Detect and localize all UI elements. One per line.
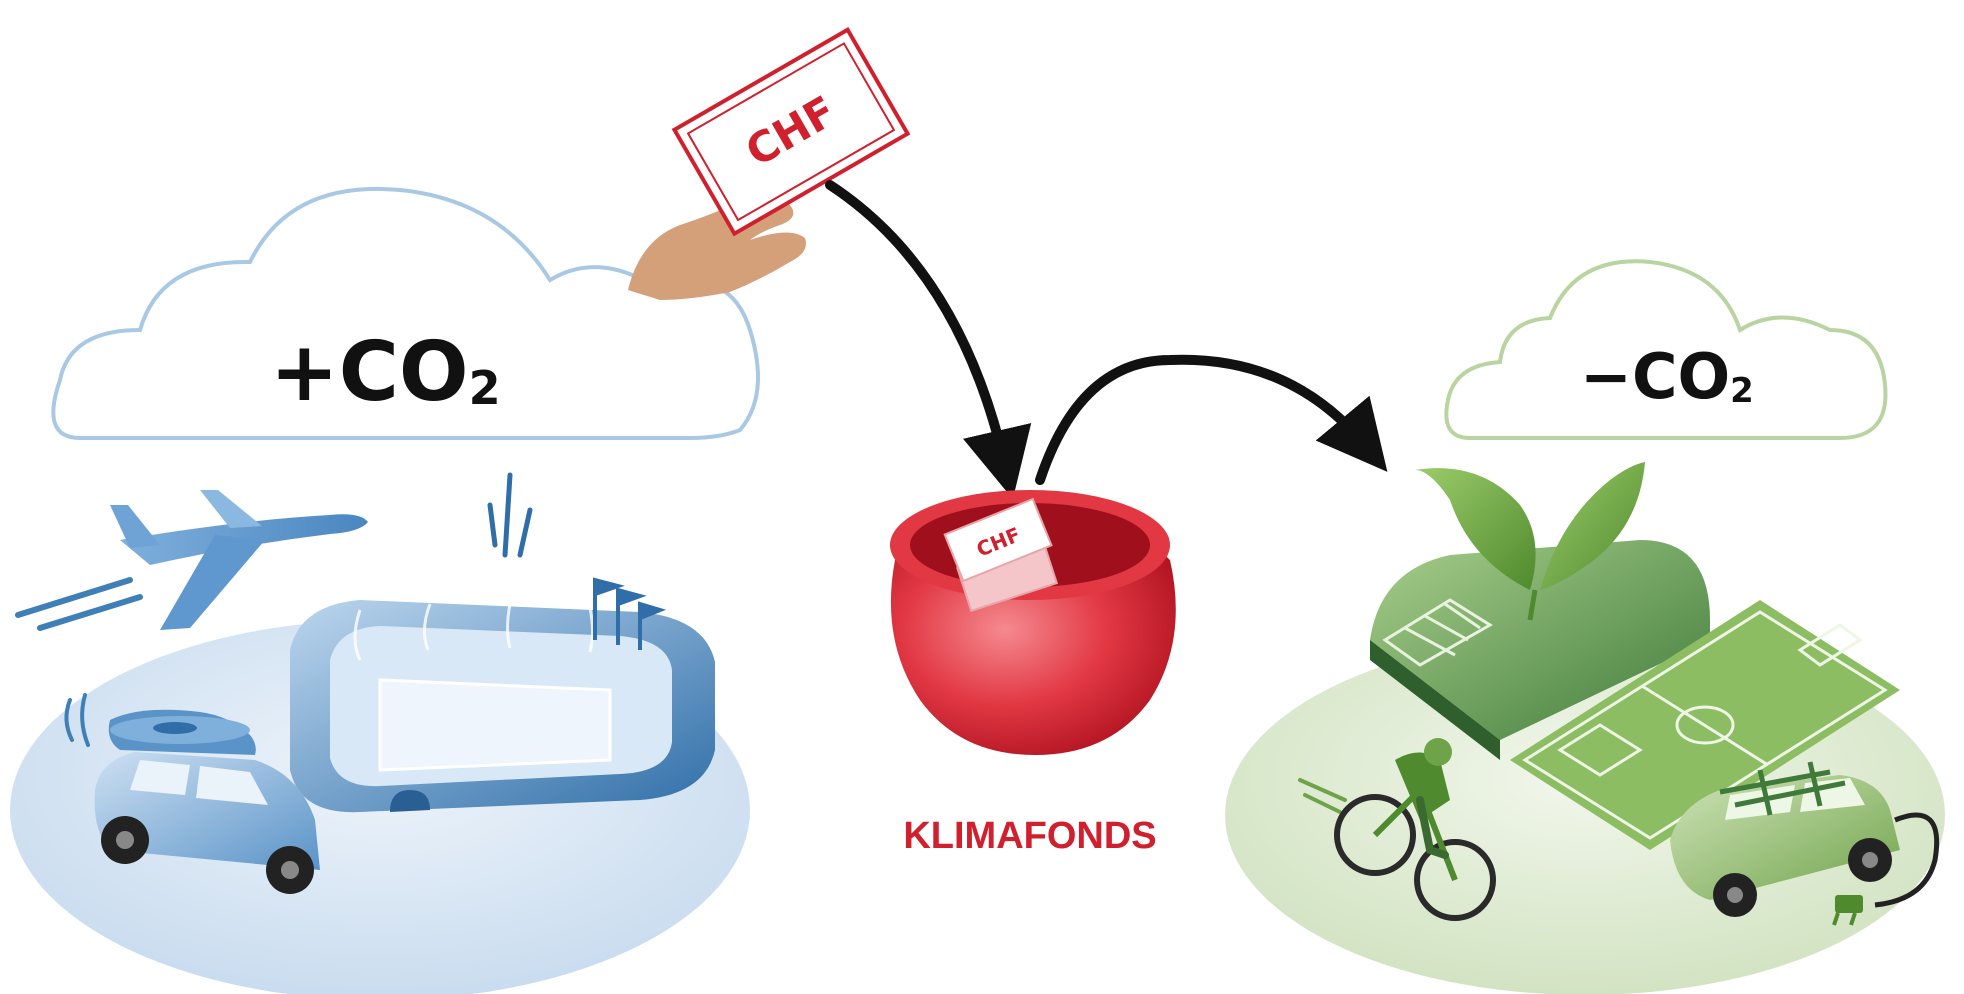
klimafonds-label: KLIMAFONDS xyxy=(903,815,1156,857)
banknote-icon: CHF xyxy=(671,27,911,237)
electric-car-icon xyxy=(1670,761,1940,926)
airplane-icon xyxy=(110,490,368,630)
stadium-icon xyxy=(290,600,715,813)
offset-cloud: −CO2 xyxy=(1444,259,1888,440)
pot-banknotes-icon: CHF xyxy=(943,497,1059,613)
arrow-to-fund xyxy=(825,180,1032,500)
emissions-cloud: +CO2 xyxy=(51,187,760,440)
arrow-to-projects xyxy=(1035,354,1388,485)
cyclist-icon xyxy=(1298,738,1496,921)
emissions-label: +CO xyxy=(270,325,469,420)
plug-icon xyxy=(1832,895,1863,926)
cheer-lines-icon xyxy=(487,472,533,558)
plane-speed-lines xyxy=(15,577,143,631)
car-with-kayak-icon xyxy=(64,693,320,894)
sports-hall-icon xyxy=(1370,540,1710,760)
football-pitch-icon xyxy=(1510,600,1900,850)
svg-text:+CO2: +CO2 xyxy=(270,325,501,420)
emissions-label-subscript: 2 xyxy=(469,361,501,415)
svg-text:−CO2: −CO2 xyxy=(1580,340,1754,413)
hand-with-banknote: CHF xyxy=(628,27,911,300)
offset-label: −CO xyxy=(1580,340,1730,413)
fund-arrows xyxy=(825,180,1388,500)
offset-scene xyxy=(1225,462,1945,994)
offset-label-subscript: 2 xyxy=(1730,371,1754,411)
stadium-flags-icon xyxy=(593,577,667,650)
hand-icon xyxy=(628,196,806,300)
klimafonds-pot: CHF xyxy=(890,490,1176,755)
leaves-icon xyxy=(1415,462,1645,621)
emissions-scene xyxy=(10,472,750,994)
